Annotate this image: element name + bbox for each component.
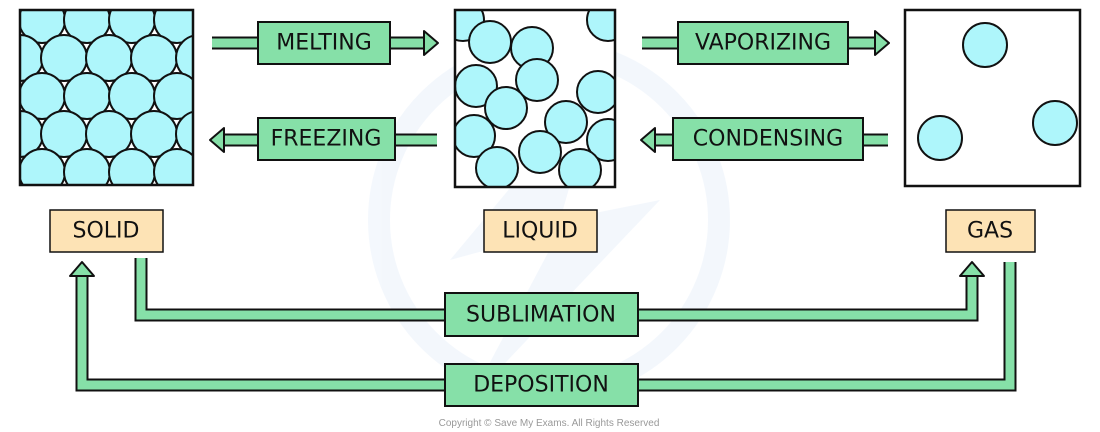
particle: [515, 58, 559, 102]
particle: [962, 22, 1008, 68]
solid-particles-box: [18, 8, 195, 187]
particle: [558, 148, 602, 187]
sublimation-label: SUBLIMATION: [444, 292, 639, 337]
vaporizing-label: VAPORIZING: [677, 21, 849, 65]
particle: [20, 148, 66, 185]
particle: [586, 118, 615, 162]
arrowhead-icon: [874, 30, 890, 56]
liquid-state-label: LIQUID: [483, 209, 598, 253]
melting-text: MELTING: [276, 31, 372, 56]
particle: [544, 100, 588, 144]
solid-text: SOLID: [73, 219, 140, 244]
particle: [153, 72, 193, 120]
gas-particles-box: [903, 8, 1082, 188]
solid-state-label: SOLID: [49, 209, 164, 253]
particle: [153, 148, 193, 185]
freezing-label: FREEZING: [257, 117, 396, 161]
liquid-text: LIQUID: [502, 219, 578, 244]
particle: [153, 10, 193, 44]
copyright-text: Copyright © Save My Exams. All Rights Re…: [439, 418, 660, 429]
arrowhead-icon: [640, 127, 656, 153]
vaporizing-text: VAPORIZING: [695, 31, 831, 56]
particle: [917, 115, 963, 161]
particle: [475, 146, 519, 187]
particle: [175, 34, 193, 82]
arrowhead-icon: [209, 127, 225, 153]
particle: [1032, 100, 1078, 146]
particle: [468, 20, 512, 64]
liquid-particles-box: [453, 8, 617, 189]
particle: [518, 130, 562, 174]
particle: [484, 86, 528, 130]
deposition-text: DEPOSITION: [473, 373, 609, 398]
particle: [455, 64, 498, 108]
arrowhead-icon: [959, 261, 985, 277]
deposition-label: DEPOSITION: [444, 363, 639, 407]
gas-text: GAS: [967, 219, 1013, 244]
particle: [175, 110, 193, 158]
sublimation-text: SUBLIMATION: [466, 303, 616, 328]
arrowhead-icon: [423, 30, 439, 56]
condensing-text: CONDENSING: [693, 127, 843, 152]
melting-label: MELTING: [257, 21, 391, 65]
condensing-label: CONDENSING: [672, 117, 864, 161]
freezing-text: FREEZING: [271, 127, 382, 152]
gas-state-label: GAS: [945, 209, 1036, 253]
particle: [455, 114, 496, 158]
particle: [63, 148, 111, 185]
arrowhead-icon: [69, 261, 95, 277]
particle: [108, 148, 156, 185]
particle: [576, 70, 615, 114]
particle: [586, 10, 615, 42]
